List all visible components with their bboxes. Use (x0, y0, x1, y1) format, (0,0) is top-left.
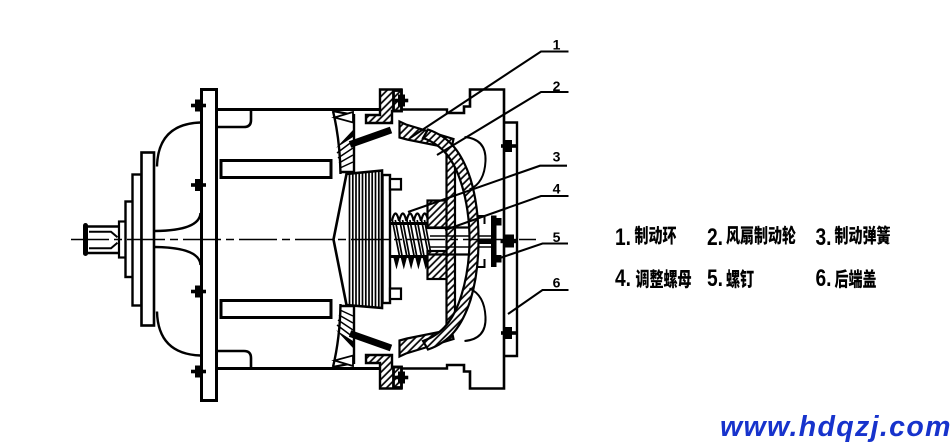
svg-text:2.: 2. (707, 224, 723, 251)
svg-text:4.: 4. (615, 265, 631, 292)
svg-text:5.: 5. (707, 265, 723, 292)
svg-text:2: 2 (553, 78, 561, 94)
svg-text:3.: 3. (816, 224, 832, 251)
svg-text:5: 5 (553, 229, 561, 245)
svg-text:1.: 1. (615, 224, 631, 251)
svg-text:1: 1 (553, 37, 561, 53)
svg-text:3: 3 (553, 149, 561, 165)
svg-text:6.: 6. (816, 265, 832, 292)
svg-text:4: 4 (553, 181, 561, 197)
svg-text:6: 6 (553, 275, 561, 291)
svg-text:www.hdqzj.com: www.hdqzj.com (720, 411, 950, 443)
